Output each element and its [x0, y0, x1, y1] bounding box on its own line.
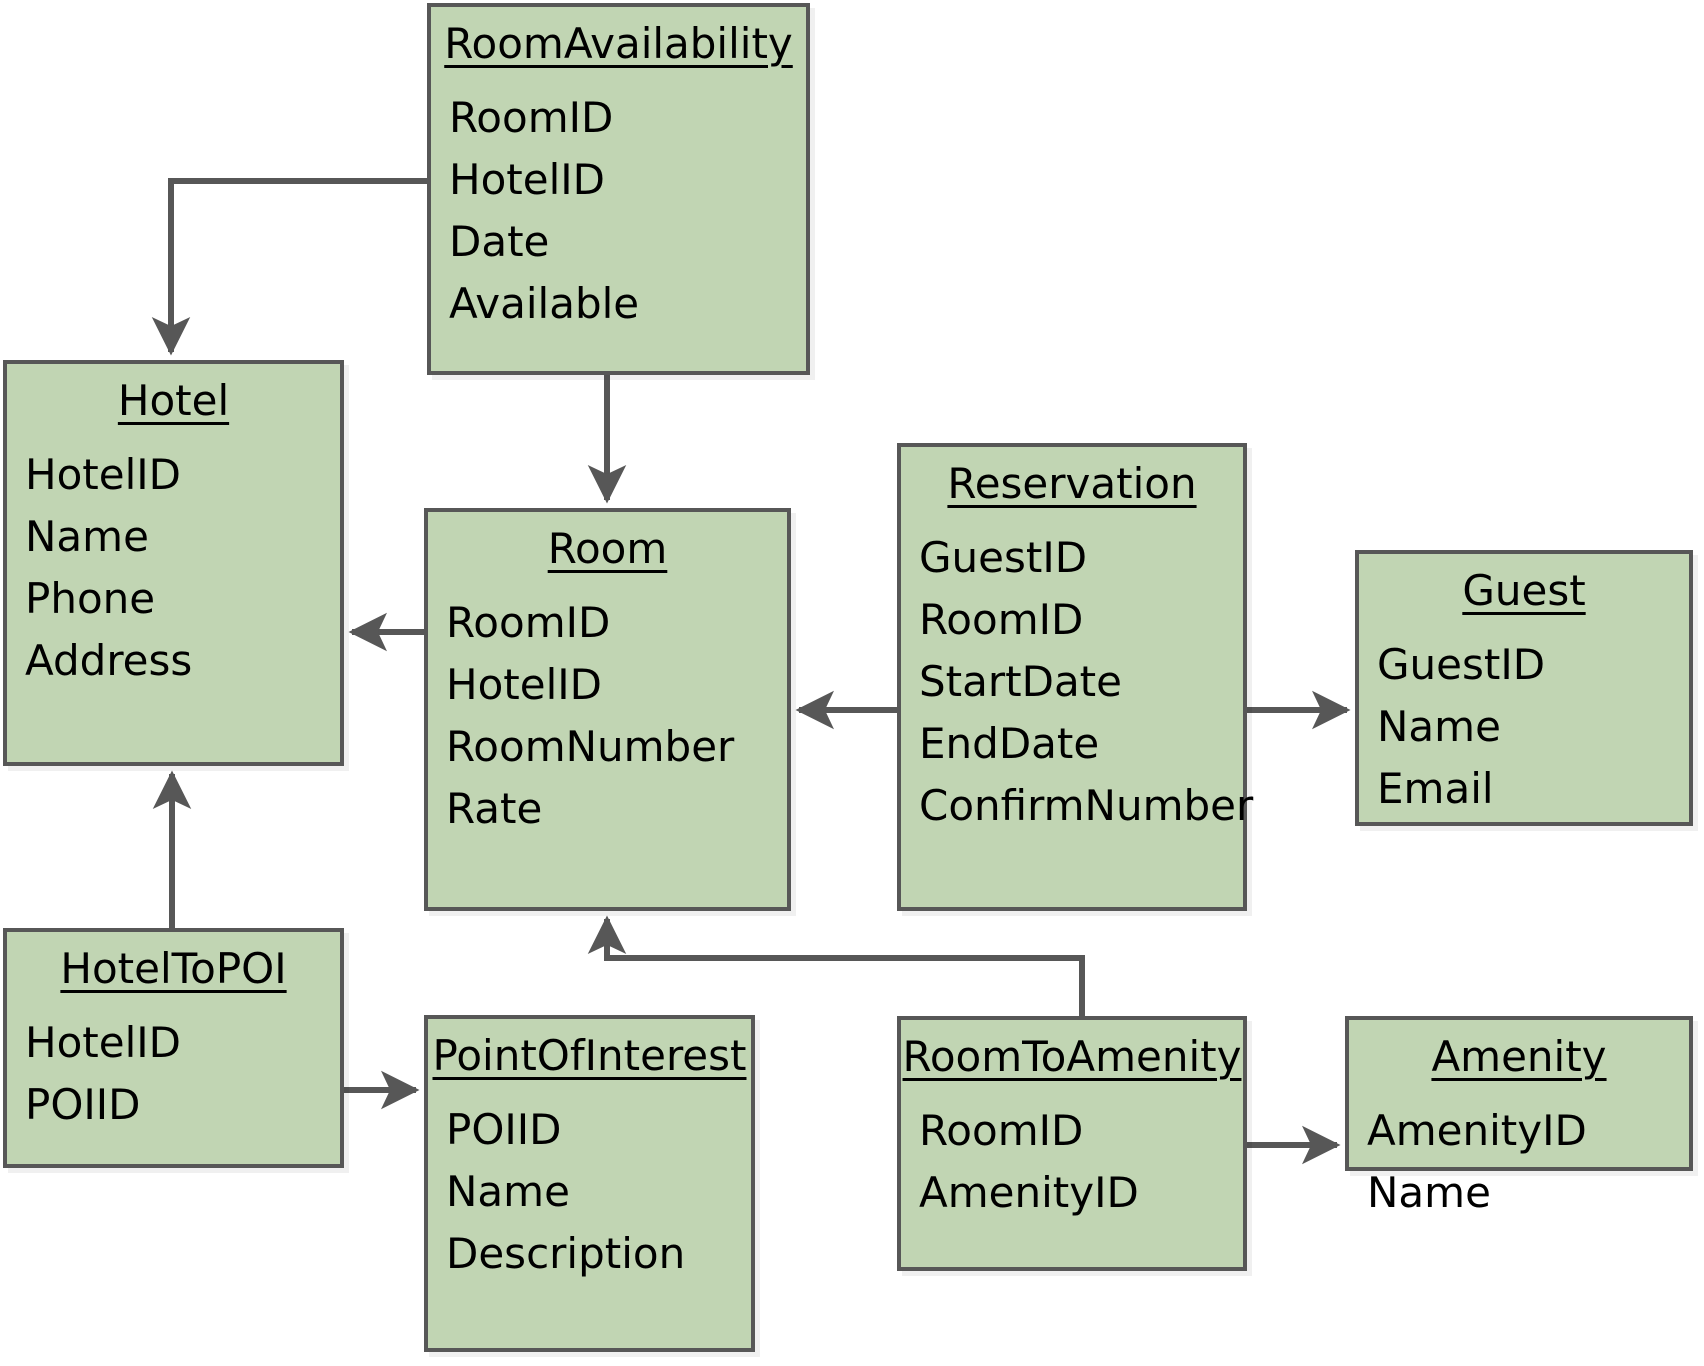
attribute: ConfirmNumber	[919, 781, 1254, 830]
entity-title: Guest	[1462, 566, 1586, 615]
attribute-list: GuestID RoomID StartDate EndDate Confirm…	[901, 527, 1254, 837]
attribute: GuestID	[1377, 640, 1546, 689]
entity-title: HotelToPOI	[60, 944, 287, 993]
entity-reservation[interactable]: Reservation GuestID RoomID StartDate End…	[897, 443, 1254, 911]
attribute: Available	[449, 279, 640, 328]
entity-title: Amenity	[1431, 1032, 1607, 1081]
entity-title: Hotel	[117, 376, 230, 425]
attribute: HotelID	[25, 1018, 181, 1067]
attribute-list: RoomID HotelID Date Available	[431, 87, 806, 335]
attribute: Rate	[446, 784, 543, 833]
attribute: AmenityID	[919, 1168, 1139, 1217]
attribute: Name	[446, 1167, 570, 1216]
entity-title: PointOfInterest	[432, 1031, 747, 1080]
entity-title: Reservation	[947, 459, 1197, 508]
entity-hoteltopoi[interactable]: HotelToPOI HotelID POIID	[3, 928, 344, 1168]
connector-roomtoamenity-room	[587, 915, 1085, 1016]
attribute: GuestID	[919, 533, 1088, 582]
attribute: POIID	[25, 1080, 141, 1129]
attribute-list: RoomID AmenityID	[901, 1100, 1243, 1224]
attribute: Description	[446, 1229, 686, 1278]
entity-hotel[interactable]: Hotel HotelID Name Phone Address	[3, 360, 344, 766]
connector-roomavailability-hotel	[151, 178, 427, 356]
entity-title: Room	[547, 524, 668, 573]
entity-roomtoamenity[interactable]: RoomToAmenity RoomID AmenityID	[897, 1016, 1247, 1271]
attribute: Name	[1377, 702, 1501, 751]
attribute: POIID	[446, 1105, 562, 1154]
attribute: HotelID	[25, 450, 181, 499]
attribute-list: POIID Name Description	[428, 1099, 751, 1285]
attribute: StartDate	[919, 657, 1122, 706]
entity-title: RoomToAmenity	[902, 1032, 1242, 1081]
attribute: Address	[25, 636, 193, 685]
attribute: RoomID	[919, 595, 1084, 644]
attribute: Name	[25, 512, 149, 561]
attribute: Email	[1377, 764, 1494, 813]
attribute: EndDate	[919, 719, 1100, 768]
entity-title: RoomAvailability	[444, 19, 793, 68]
entity-roomavailability[interactable]: RoomAvailability RoomID HotelID Date Ava…	[427, 3, 810, 375]
entity-amenity[interactable]: Amenity AmenityID Name	[1345, 1016, 1693, 1217]
attribute: Date	[449, 217, 550, 266]
attribute: HotelID	[446, 660, 602, 709]
attribute: Phone	[25, 574, 156, 623]
attribute: RoomID	[449, 93, 614, 142]
attribute-list: GuestID Name Email	[1359, 634, 1689, 820]
attribute: Name	[1367, 1168, 1491, 1217]
entity-room[interactable]: Room RoomID HotelID RoomNumber Rate	[424, 508, 791, 911]
entity-pointofinterest[interactable]: PointOfInterest POIID Name Description	[424, 1015, 755, 1352]
attribute-list: RoomID HotelID RoomNumber Rate	[428, 592, 787, 840]
attribute: HotelID	[449, 155, 605, 204]
entity-guest[interactable]: Guest GuestID Name Email	[1355, 550, 1693, 826]
attribute-list: HotelID POIID	[7, 1012, 340, 1136]
attribute-list: HotelID Name Phone Address	[7, 444, 340, 692]
attribute: RoomNumber	[446, 722, 735, 771]
attribute: AmenityID	[1367, 1106, 1587, 1155]
attribute: RoomID	[919, 1106, 1084, 1155]
attribute: RoomID	[446, 598, 611, 647]
attribute-list: AmenityID Name	[1349, 1100, 1689, 1224]
